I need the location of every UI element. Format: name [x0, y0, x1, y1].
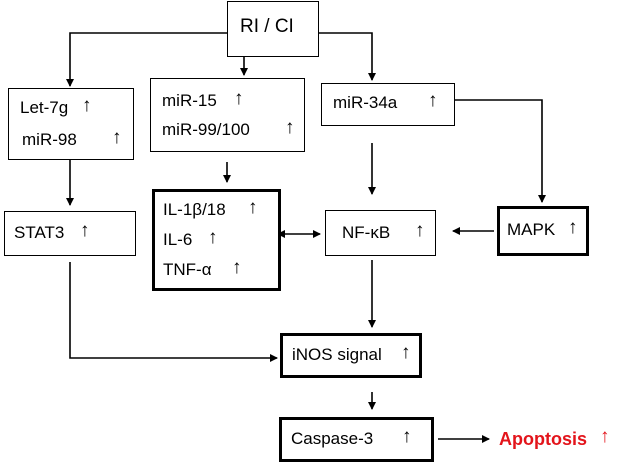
node-let7g-label: Let-7g	[20, 98, 69, 117]
node-stat3-label: STAT3	[14, 223, 65, 242]
up-arrow-let7g: ↑	[82, 95, 92, 116]
node-nfkb-label: NF-κB	[342, 223, 391, 242]
node-nfkb	[325, 210, 436, 256]
node-mir98-label: miR-98	[22, 130, 77, 149]
up-arrow-mir98: ↑	[112, 127, 122, 148]
node-stat3	[4, 211, 136, 256]
node-mir15-label: miR-15	[162, 91, 217, 110]
arrow-mir34a-to-mapk	[455, 99, 546, 203]
node-tnfa-label: TNF-α	[163, 260, 212, 279]
node-il6-label: IL-6	[163, 230, 193, 249]
node-ri-ci-label: RI / CI	[240, 16, 294, 37]
up-arrow-inos: ↑	[401, 342, 411, 363]
arrow-root-to-let7g	[66, 32, 228, 87]
outcome-apoptosis-label: Apoptosis	[499, 429, 587, 449]
node-caspase3-label: Caspase-3	[291, 429, 374, 448]
up-arrow-stat3: ↑	[80, 220, 90, 241]
up-arrow-il6: ↑	[208, 227, 218, 248]
node-ri-ci	[227, 1, 319, 57]
up-arrow-caspase3: ↑	[402, 426, 412, 447]
up-arrow-mapk: ↑	[568, 217, 578, 238]
node-mapk-label: MAPK	[507, 220, 556, 239]
node-mapk	[497, 206, 589, 256]
up-arrow-nfkb: ↑	[415, 220, 425, 241]
node-il1b18-label: IL-1β/18	[163, 200, 226, 219]
node-caspase3	[279, 417, 434, 462]
node-let7g-mir98	[8, 88, 134, 160]
node-cytokines	[152, 189, 281, 291]
node-mir34a-label: miR-34a	[333, 93, 398, 112]
up-arrow-mir99-100: ↑	[285, 117, 295, 138]
up-arrow-il1b18: ↑	[248, 197, 258, 218]
node-mir15-mir99-100	[150, 78, 305, 152]
up-arrow-tnfa: ↑	[232, 257, 242, 278]
arrow-root-to-mir34a	[319, 32, 376, 81]
node-inos-label: iNOS signal	[292, 345, 382, 364]
node-inos-signal	[280, 333, 422, 378]
arrow-stat3-to-inos	[69, 262, 278, 362]
node-mir99-100-label: miR-99/100	[162, 120, 250, 139]
up-arrow-apoptosis: ↑	[600, 426, 610, 447]
up-arrow-mir34a: ↑	[428, 90, 438, 111]
node-mir34a	[321, 83, 455, 126]
up-arrow-mir15: ↑	[234, 88, 244, 109]
